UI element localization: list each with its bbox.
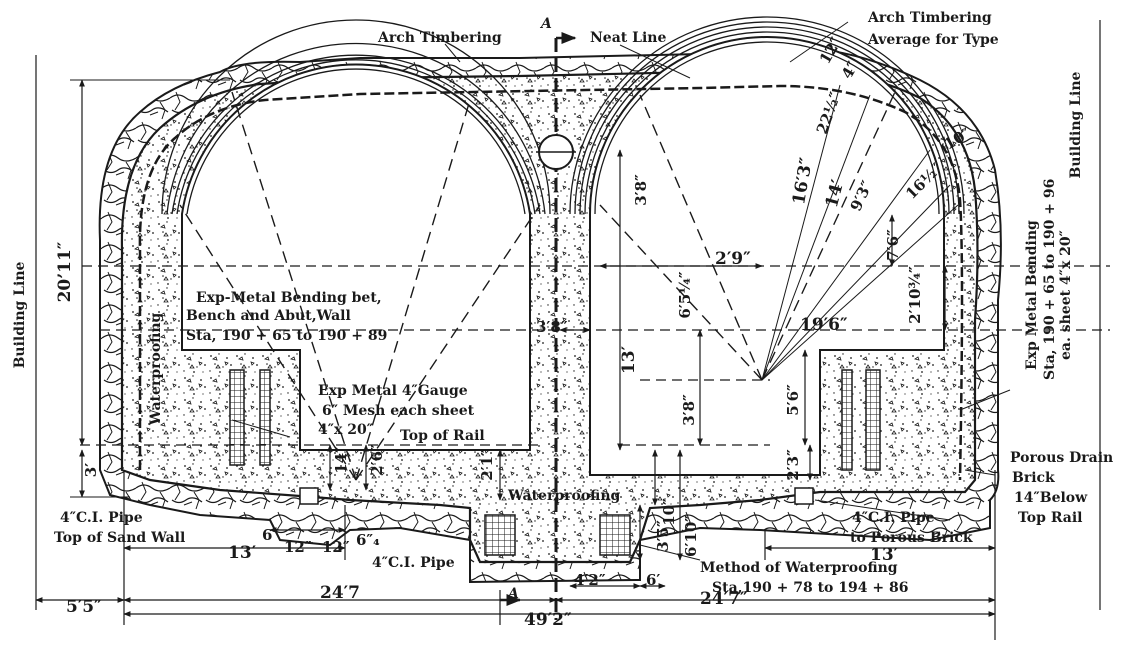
label-exp-metal-gauge-1: Exp Metal 4″Gauge xyxy=(318,383,468,399)
dim-2-10: 2′10¾″ xyxy=(906,266,924,324)
label-method-wp-1: Method of Waterproofing xyxy=(700,560,898,576)
dim-24-7-left: 24′7 xyxy=(320,583,360,603)
dim-3-8-mid: 3′8″ xyxy=(680,394,698,426)
dim-3-8-bottom: 3′8″ xyxy=(536,318,568,336)
dim-14: 14″ xyxy=(332,446,350,474)
label-arch-timbering: Arch Timbering xyxy=(377,30,502,46)
label-exp-metal-right-3: ea. sheet 4″x 20″ xyxy=(1058,230,1074,360)
waterproofing-line xyxy=(138,84,964,481)
mesh-right-b xyxy=(865,369,881,471)
dim-13-left: 13′ xyxy=(228,543,257,563)
dim-6-5: 6′5¼″ xyxy=(676,271,694,318)
dim-3-left: 3′ xyxy=(82,463,100,477)
dim-20-11: 20’11″ xyxy=(55,241,75,302)
radial-lines xyxy=(179,91,896,481)
label-porous-drain-2: Brick xyxy=(1012,470,1055,486)
label-exp-metal-gauge-2: 6″ Mesh each sheet xyxy=(322,403,475,419)
label-porous-drain-3: 14″Below xyxy=(1014,490,1088,506)
left-arch-rings xyxy=(161,19,551,215)
bottom-dimensions xyxy=(35,149,996,640)
reference-lines xyxy=(80,265,1110,446)
dim-12-a: 12″ xyxy=(284,538,312,556)
label-ci-pipe-mid: 4″C.I. Pipe xyxy=(372,555,455,571)
label-exp-metal-right-2: Sta, 190 + 65 to 190 + 96 xyxy=(1042,179,1058,380)
dim-6-left: 6″ xyxy=(262,526,279,544)
label-waterproofing-bottom: Waterproofing xyxy=(507,488,621,504)
mesh-left-a xyxy=(229,369,245,466)
label-top-of-rail: Top of Rail xyxy=(400,428,485,444)
label-building-line-right: Building Line xyxy=(1068,71,1084,178)
dim-6-4: 6″₄ xyxy=(356,531,380,549)
label-ci-pipe-right-2: to Porous Brick xyxy=(850,530,973,546)
label-building-line-left: Building Line xyxy=(12,261,28,368)
drain-box-right xyxy=(794,487,814,505)
label-exp-metal-bench-1: Exp-Metal Bending bet, xyxy=(196,290,382,306)
dim-10: 10″ xyxy=(660,498,678,526)
dim-7-6: 7′6″ xyxy=(884,229,902,261)
radial-solid-lines xyxy=(761,84,959,381)
label-ci-pipe-left-1: 4″C.I. Pipe xyxy=(60,510,143,526)
dim-13-vert: 13′ xyxy=(619,345,639,374)
label-exp-metal-bench-3: Sta, 190 + 65 to 190 + 89 xyxy=(186,328,387,344)
dim-49-2: 49′2″ xyxy=(524,610,572,630)
label-ci-pipe-left-2: Top of Sand Wall xyxy=(54,530,185,546)
label-exp-metal-right-1: Exp Metal Bending xyxy=(1024,220,1040,370)
dim-12-b: 12″ xyxy=(322,538,350,556)
dim-4-2: 4′2″ xyxy=(574,571,606,589)
drain-box-left xyxy=(299,487,319,505)
dim-6-10: 6′10″ xyxy=(682,515,700,557)
label-neat-line: Neat Line xyxy=(590,30,666,46)
dim-2-1: 2′1″ xyxy=(478,449,496,481)
mesh-bottom-a xyxy=(484,514,516,556)
leader-lines xyxy=(231,21,1011,561)
dim-19-6: 19′6″ xyxy=(800,315,848,335)
right-arch-rings xyxy=(569,16,965,215)
label-section-a-top: A xyxy=(539,16,552,32)
label-arch-timbering-avg-1: Arch Timbering xyxy=(867,10,992,26)
dim-3-8-top: 3′8″ xyxy=(632,174,650,206)
mesh-right-a xyxy=(841,369,853,471)
label-exp-metal-bench-2: Bench and Abut,Wall xyxy=(186,308,351,324)
dim-24-7-right: 24′7″ xyxy=(700,589,748,609)
dim-2-6: 2′6″ xyxy=(368,444,386,476)
label-porous-drain-4: Top Rail xyxy=(1018,510,1082,526)
label-porous-drain-1: Porous Drain xyxy=(1010,450,1113,466)
dim-5-5: 5′5″ xyxy=(66,597,102,617)
label-method-wp-2: Sta,190 + 78 to 194 + 86 xyxy=(712,580,908,596)
label-waterproofing-left: Waterproofing xyxy=(148,312,164,426)
label-exp-metal-gauge-3: 4″x 20″ xyxy=(318,422,373,438)
label-ci-pipe-right-1: 4″C.I. Pipe xyxy=(852,510,935,526)
dim-3-5: 3′5″ xyxy=(654,520,672,552)
dim-13-right: 13′ xyxy=(870,545,899,565)
mesh-left-b xyxy=(259,369,271,466)
dim-2-3: 2′3″ xyxy=(784,449,802,481)
dim-6-right: 6′ xyxy=(646,571,660,589)
label-arch-timbering-avg-2: Average for Type xyxy=(867,32,999,48)
mesh-bottom-b xyxy=(599,514,631,556)
dim-2-9: 2′9″ xyxy=(715,249,751,269)
dim-5-6: 5′6″ xyxy=(784,384,802,416)
label-section-a-bottom: A xyxy=(506,586,519,602)
